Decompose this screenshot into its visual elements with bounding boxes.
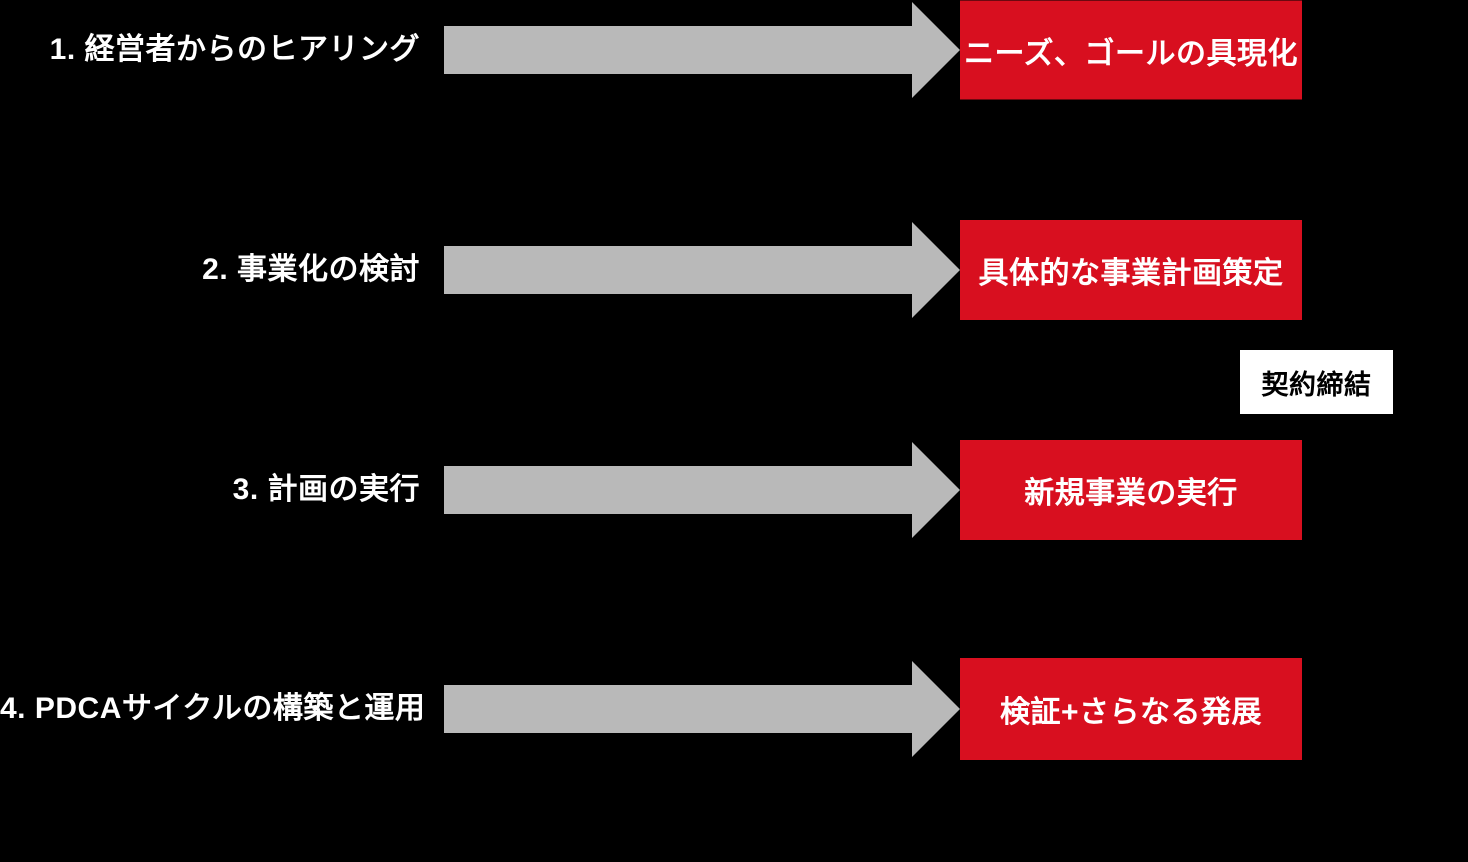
result-box-1: ニーズ、ゴールの具現化 (960, 0, 1302, 100)
right-arrow-icon (444, 658, 960, 760)
contract-note-box: 契約締結 (1240, 350, 1393, 414)
result-box-4: 検証+さらなる発展 (960, 658, 1302, 760)
result-box-2-label: 具体的な事業計画策定 (978, 257, 1284, 290)
contract-note-label: 契約締結 (1261, 369, 1372, 400)
right-arrow-icon (444, 0, 960, 101)
step-label-3: 3. 計画の実行 (232, 473, 420, 506)
result-box-3-label: 新規事業の実行 (1024, 477, 1238, 510)
result-box-1-label: ニーズ、ゴールの具現化 (964, 37, 1298, 70)
result-box-3: 新規事業の実行 (960, 440, 1302, 540)
right-arrow-icon (444, 439, 960, 541)
step-label-2: 2. 事業化の検討 (202, 253, 420, 286)
right-arrow-icon (444, 219, 960, 321)
step-label-1: 1. 経営者からのヒアリング (49, 33, 420, 66)
step-label-4: 4. PDCAサイクルの構築と運用 (0, 692, 426, 725)
result-box-4-label: 検証+さらなる発展 (999, 696, 1263, 729)
result-box-2: 具体的な事業計画策定 (960, 220, 1302, 320)
